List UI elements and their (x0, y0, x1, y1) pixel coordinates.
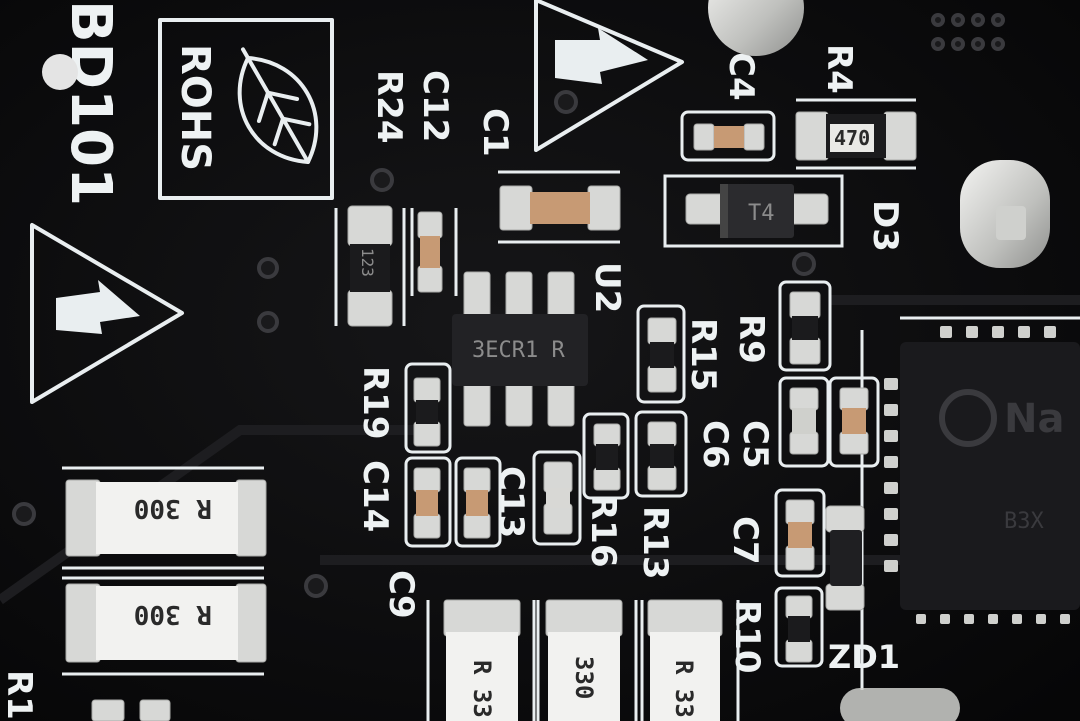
ref-r4: R4 (819, 44, 859, 94)
marking-d3: T4 (748, 201, 775, 226)
mounting-screw (42, 0, 1050, 268)
capacitor-c5 (839, 387, 869, 455)
marking-res-bottom-2: 330 (570, 656, 598, 699)
high-voltage-warning-icon-top (534, 0, 684, 152)
vias (12, 13, 1005, 598)
resistor-r9 (789, 291, 821, 365)
resistor-r16 (543, 461, 573, 535)
ref-c1: C1 (475, 108, 515, 157)
marking-res-bottom-3: R 33 (670, 660, 698, 718)
ref-c14: C14 (355, 460, 395, 532)
marking-r4: 470 (834, 126, 870, 150)
leaf-icon (237, 47, 319, 164)
capacitor-c4 (693, 123, 765, 151)
capacitor-c12 (417, 211, 443, 293)
component-outlines (62, 98, 1080, 721)
ref-c9: C9 (381, 570, 421, 619)
resistor-r13-a (593, 423, 621, 491)
resistor-r300-b: R 300 (65, 583, 267, 663)
resistor-bottom-left (91, 699, 171, 721)
mcu-brand-marking: Na (1004, 396, 1064, 442)
ref-r9: R9 (731, 314, 771, 364)
ref-r1x: R1 (0, 670, 39, 720)
ref-r16: R16 (583, 494, 623, 568)
ref-r19: R19 (355, 366, 395, 440)
marking-r24: 123 (358, 248, 377, 277)
mcu-part-marking: B3X (1004, 509, 1044, 534)
ref-c12: C12 (415, 70, 455, 142)
ref-c7: C7 (725, 516, 765, 565)
ref-c5: C5 (735, 420, 775, 469)
board-id-label: BD101 (58, 0, 123, 206)
capacitor-c14 (413, 467, 441, 539)
resistor-bottom-1: R 33 (443, 599, 521, 721)
resistor-r10 (785, 595, 813, 663)
ref-r13: R13 (635, 506, 675, 580)
capacitor-c6 (789, 387, 819, 455)
resistor-r15 (647, 317, 677, 393)
resistor-r13 (647, 421, 677, 491)
diode-d3: T4 (685, 184, 829, 238)
marking-res-big-1: R 300 (134, 493, 212, 523)
ref-zd1: ZD1 (828, 638, 900, 676)
ref-r24: R24 (369, 70, 409, 144)
resistor-r24: 123 (347, 205, 393, 327)
resistor-bottom-2: 330 (545, 599, 623, 721)
resistor-r19 (413, 377, 441, 447)
mcu-chip: Na B3X (884, 326, 1080, 624)
resistor-r300-a: R 300 (65, 479, 267, 557)
resistor-r4: 470 (795, 111, 917, 161)
marking-u2: 3ECR1 R (472, 338, 565, 363)
capacitor-c13 (463, 467, 491, 539)
ref-u2: U2 (587, 262, 627, 313)
capacitor-c1 (499, 185, 621, 231)
rohs-mark: ROHS (158, 18, 334, 200)
marking-res-bottom-1: R 33 (468, 660, 496, 718)
capacitor-c7 (785, 499, 815, 571)
ic-u2: 3ECR1 R (452, 271, 588, 427)
diode-zd1 (825, 505, 865, 611)
ref-c6: C6 (695, 420, 735, 469)
ref-r15: R15 (683, 318, 723, 392)
high-voltage-warning-icon (30, 223, 184, 404)
resistor-bottom-3: R 33 (647, 599, 723, 721)
ref-r10: R10 (727, 600, 767, 674)
ref-d3: D3 (865, 200, 905, 252)
marking-res-big-2: R 300 (134, 599, 212, 629)
mounting-screw-bottom (840, 688, 960, 721)
ref-c13: C13 (491, 466, 531, 538)
rohs-label: ROHS (172, 44, 218, 171)
ref-c4: C4 (721, 52, 761, 101)
